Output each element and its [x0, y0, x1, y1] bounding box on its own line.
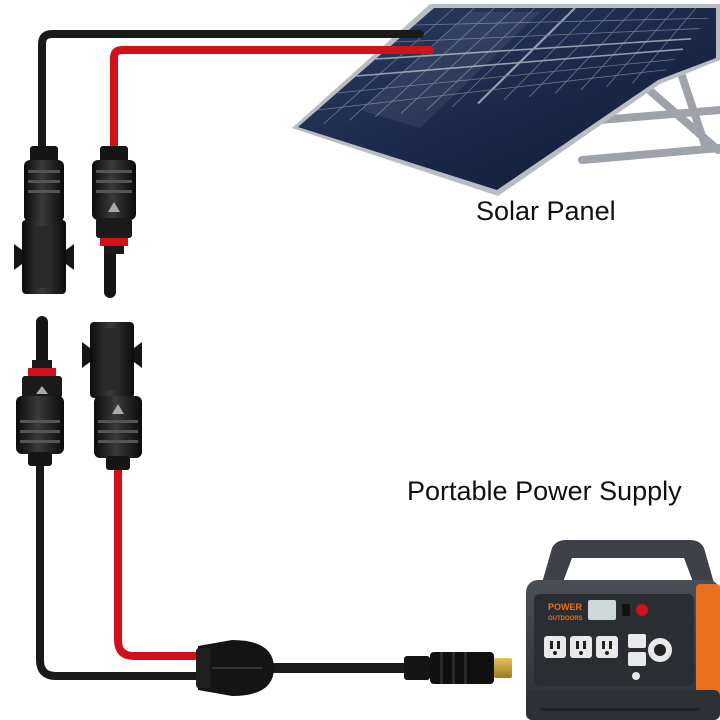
mc4-male-bottom — [16, 360, 64, 466]
panel-grid-line — [356, 48, 683, 77]
panel-grid-line — [631, 7, 697, 84]
panel-grid-line — [503, 7, 596, 101]
panel-grid-line — [426, 7, 535, 111]
top-red-wire — [110, 46, 434, 152]
panel-grid-line — [580, 7, 656, 91]
panel-grid-line — [374, 7, 495, 118]
lcd-screen — [588, 600, 616, 620]
panel-grid-line — [529, 7, 616, 98]
panel-grid-line — [317, 69, 667, 111]
station-side-panel — [696, 584, 720, 716]
panel-glare — [360, 12, 540, 128]
panel-grid-line — [554, 7, 636, 94]
power-button — [636, 604, 648, 616]
top-black-wire — [38, 30, 424, 152]
brand-line1: POWER — [548, 602, 583, 612]
station-base — [526, 690, 720, 720]
ac-outlets — [544, 636, 618, 658]
panel-grid — [317, 7, 708, 124]
cables — [36, 30, 434, 680]
panel-grid-line — [414, 17, 708, 26]
power-supply-label: Portable Power Supply — [407, 476, 682, 506]
panel-stand — [578, 66, 720, 164]
mc4-female-top — [14, 146, 74, 294]
portable-power-station: POWER OUTDOORS — [526, 540, 720, 720]
dc-ports — [628, 634, 672, 680]
panel-grid-line — [400, 7, 515, 114]
solar-panel-label: Solar Panel — [476, 196, 616, 226]
panel-grid-line — [606, 7, 677, 87]
mc4-male-top — [92, 146, 136, 254]
panel-grid-line — [323, 7, 455, 124]
bottom-black-wire — [36, 456, 204, 680]
dc-plug — [404, 652, 512, 684]
mc4-female-bottom — [82, 322, 142, 470]
bottom-red-wire — [114, 456, 204, 660]
mc4-connector-pair-bottom — [16, 322, 142, 470]
panel-grid-line — [452, 7, 556, 108]
station-handle — [540, 540, 716, 590]
panel-grid-line — [375, 38, 692, 60]
panel-grid-line — [336, 59, 675, 94]
usb-port — [622, 604, 630, 616]
y-splitter — [196, 640, 274, 696]
panel-grid-line — [477, 7, 576, 105]
mc4-connector-pair-top — [14, 146, 136, 294]
panel-grid-line — [395, 28, 700, 43]
panel-grid-line — [349, 7, 475, 121]
brand-line2: OUTDOORS — [548, 616, 583, 622]
